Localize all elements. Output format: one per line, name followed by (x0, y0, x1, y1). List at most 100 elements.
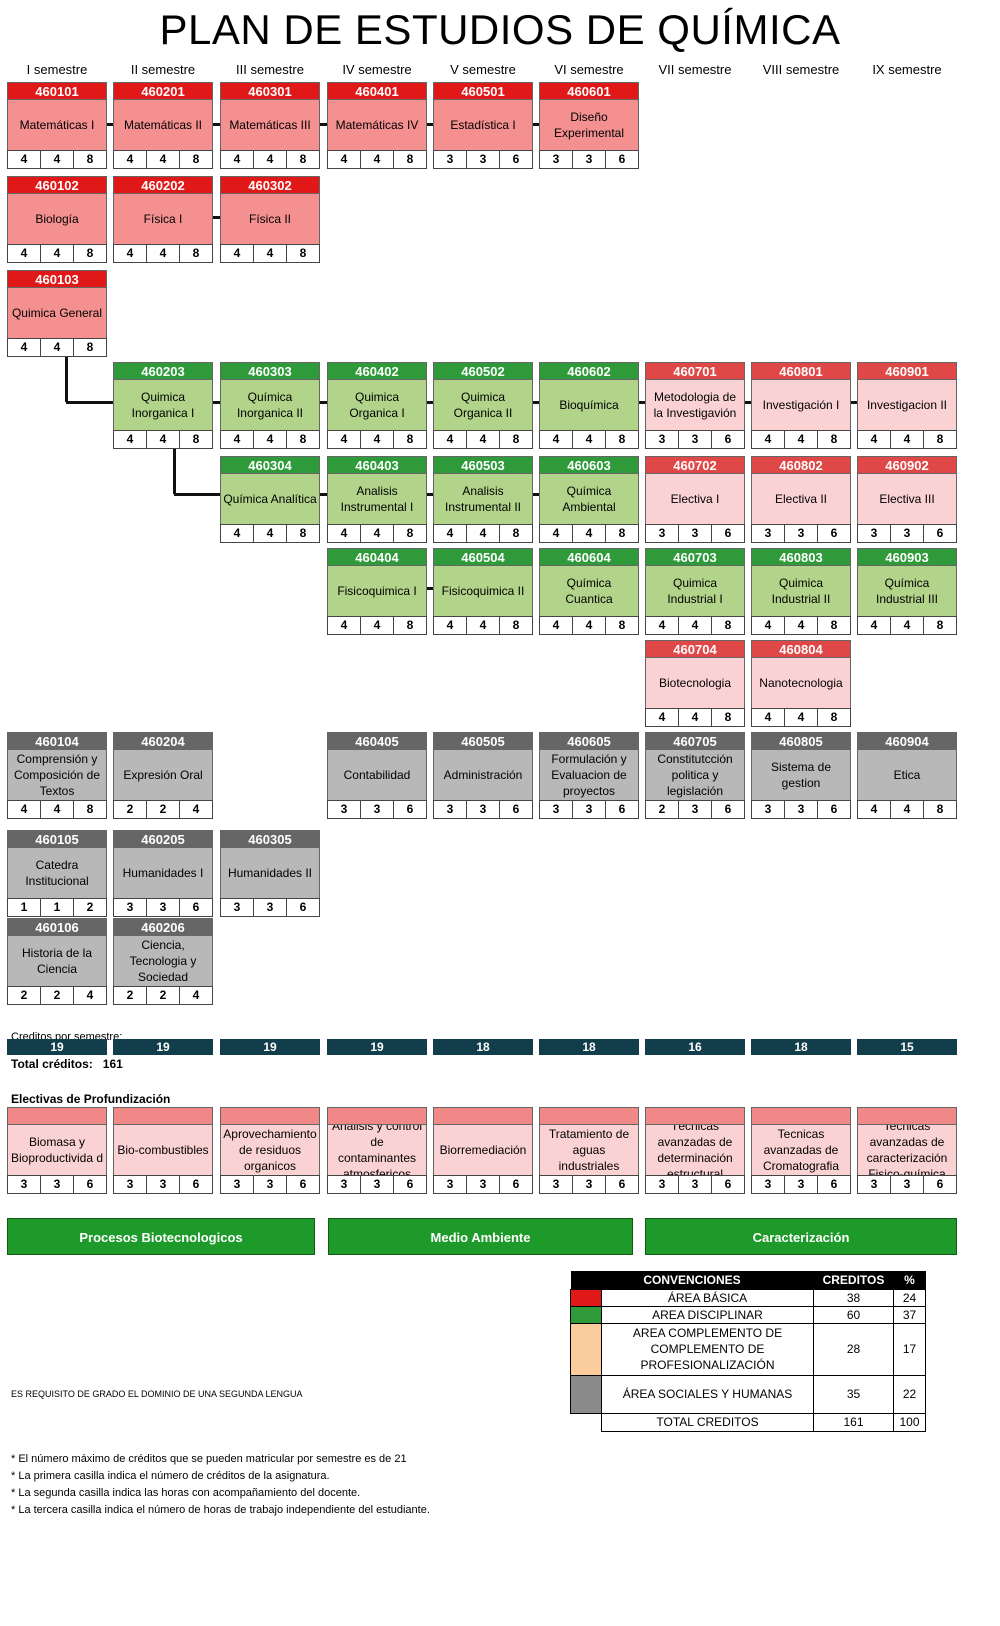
teacher-hours-cell: 4 (360, 431, 393, 448)
teacher-hours-cell: 3 (890, 1176, 923, 1193)
course-code (7, 1107, 107, 1125)
teacher-hours-cell: 3 (572, 151, 605, 168)
independent-hours-cell: 6 (73, 1176, 106, 1193)
course-code: 460204 (113, 732, 213, 750)
credits-cell: 2 (126, 802, 134, 816)
convention-credits: 28 (813, 1322, 894, 1376)
course-code (751, 1107, 851, 1125)
credits-cell: 4 (20, 340, 28, 354)
semester-credits-bar: 19 (113, 1039, 213, 1055)
course-code: 460105 (7, 830, 107, 848)
course-code: 460301 (220, 82, 320, 100)
footnote: * La tercera casilla indica el número de… (11, 1504, 430, 1516)
course-code (113, 1107, 213, 1125)
course-name: Química Industrial III (857, 566, 957, 616)
independent-hours-cell: 8 (605, 525, 638, 542)
footnote: * El número máximo de créditos que se pu… (11, 1453, 407, 1465)
footnote: * La primera casilla indica el número de… (11, 1470, 330, 1482)
credits-cell: 4 (446, 526, 454, 540)
teacher-hours-cell: 3 (678, 1176, 711, 1193)
independent-hours-cell: 8 (605, 617, 638, 634)
independent-hours-cell: 8 (73, 801, 106, 818)
semester-credits-bar: 19 (220, 1039, 320, 1055)
conventions-table: CONVENCIONES CREDITOS % ÁREA BÁSICA 38 2… (570, 1271, 926, 1432)
course-name: Tecnicas avanzadas de caracterización Fi… (857, 1125, 957, 1175)
course-code: 460303 (220, 362, 320, 380)
credits-header: CREDITOS (813, 1271, 894, 1289)
credits-cell: 4 (20, 246, 28, 260)
independent-hours-cell: 8 (73, 245, 106, 262)
prerequisite-connector (427, 587, 433, 590)
course-code: 460302 (220, 176, 320, 194)
course-name: Bio-combustibles (113, 1125, 213, 1175)
course-code: 460304 (220, 456, 320, 474)
teacher-hours-cell: 3 (890, 525, 923, 542)
independent-hours-cell: 8 (499, 431, 532, 448)
convention-label: AREA DISCIPLINAR (601, 1305, 814, 1324)
total-credits: Total créditos:161 (11, 1057, 123, 1071)
credits-cell: 4 (552, 618, 560, 632)
independent-hours-cell: 8 (817, 431, 850, 448)
teacher-hours-cell: 3 (784, 801, 817, 818)
course-code: 460401 (327, 82, 427, 100)
independent-hours-cell: 6 (605, 151, 638, 168)
semester-header: V semestre (450, 62, 516, 77)
credits-cell: 4 (233, 152, 241, 166)
teacher-hours-cell: 4 (146, 151, 179, 168)
course-code: 460405 (327, 732, 427, 750)
course-code: 460602 (539, 362, 639, 380)
course-box: Técnicas avanzadas de determinación estr… (645, 1107, 745, 1194)
course-name: Quimica Industrial II (751, 566, 851, 616)
teacher-hours-cell: 4 (890, 801, 923, 818)
course-code: 460803 (751, 548, 851, 566)
teacher-hours-cell: 4 (360, 151, 393, 168)
independent-hours-cell: 8 (711, 709, 744, 726)
independent-hours-cell: 6 (923, 525, 956, 542)
course-name: Analisis Instrumental I (327, 474, 427, 524)
credits-cell: 4 (764, 618, 772, 632)
convention-label: AREA COMPLEMENTO DE COMPLEMENTO DE PROFE… (601, 1322, 814, 1376)
credits-cell: 3 (126, 1177, 134, 1191)
teacher-hours-cell: 3 (784, 1176, 817, 1193)
credits-cell: 4 (552, 432, 560, 446)
independent-hours-cell: 8 (286, 151, 319, 168)
convention-row: ÁREA BÁSICA 38 24 (570, 1288, 926, 1307)
course-code: 460601 (539, 82, 639, 100)
independent-hours-cell: 8 (393, 617, 426, 634)
course-code: 460903 (857, 548, 957, 566)
course-name: Electiva I (645, 474, 745, 524)
course-code: 460801 (751, 362, 851, 380)
independent-hours-cell: 8 (179, 151, 212, 168)
independent-hours-cell: 6 (711, 431, 744, 448)
course-name: Ciencia, Tecnologia y Sociedad (113, 936, 213, 986)
independent-hours-cell: 6 (923, 1176, 956, 1193)
independent-hours-cell: 8 (393, 525, 426, 542)
course-code: 460203 (113, 362, 213, 380)
teacher-hours-cell: 3 (146, 1176, 179, 1193)
course-code (433, 1107, 533, 1125)
